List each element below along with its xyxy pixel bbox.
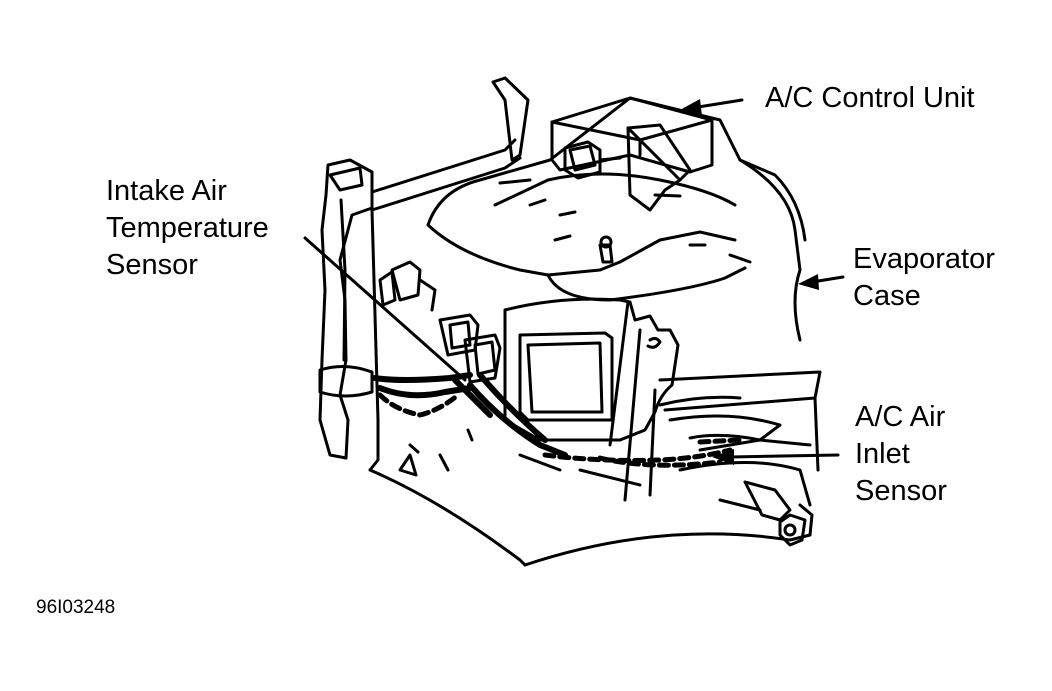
wire-harness — [372, 372, 568, 458]
front-duct — [503, 297, 680, 502]
right-lower-section — [658, 370, 822, 547]
inlet-sensor-arrowhead — [712, 449, 734, 465]
intake-sensor-leader — [303, 236, 467, 382]
surface-marks — [408, 428, 642, 487]
left-side-panel — [318, 158, 374, 460]
control-unit-label: A/C Control Unit — [765, 82, 975, 114]
control-unit-arrowhead — [680, 99, 702, 116]
inlet-sensor-label: A/C Air Inlet Sensor — [855, 401, 947, 507]
intake-sensor-label: Intake Air Temperature Sensor — [106, 175, 269, 281]
control-unit-module — [550, 96, 714, 264]
top-bracket — [491, 76, 530, 162]
figure-id: 96I03248 — [36, 597, 116, 618]
evaporator-arrowhead — [798, 274, 819, 290]
inlet-sensor-leader — [728, 453, 840, 459]
evaporator-case-label: Evaporator Case — [853, 243, 995, 312]
hidden-harness — [377, 392, 743, 468]
main-box-outline — [368, 138, 814, 567]
